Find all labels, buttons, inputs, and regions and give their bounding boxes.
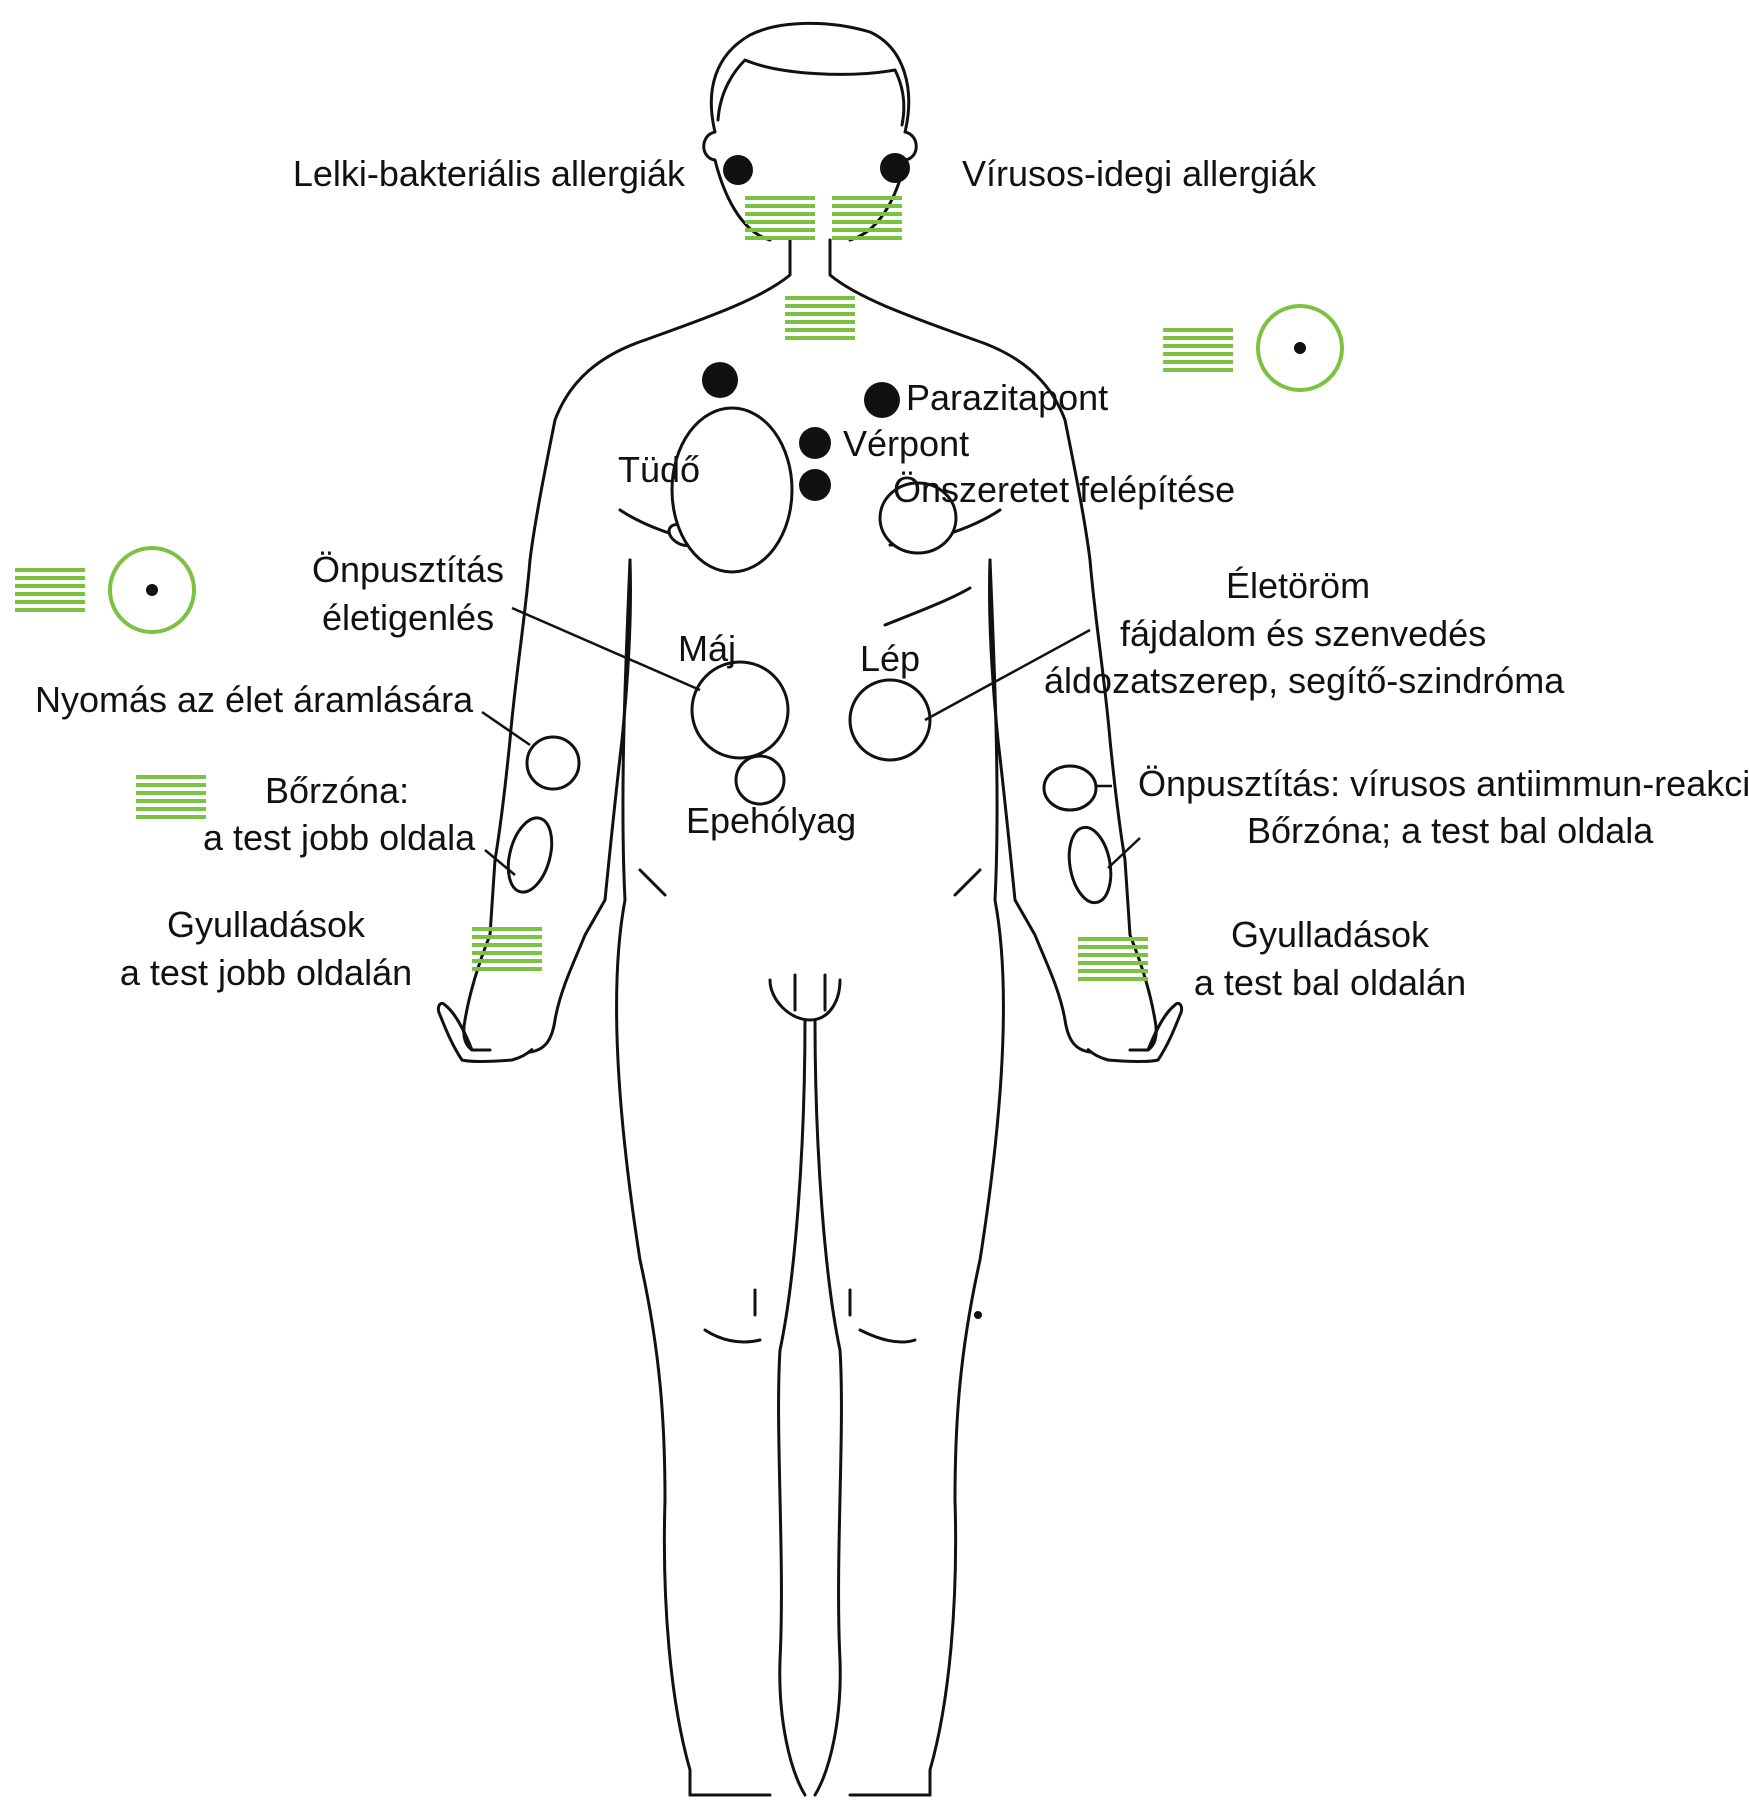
left-arm-organ xyxy=(1044,766,1096,810)
label-spleen: Lép xyxy=(860,638,920,679)
green-striped-zone-icon xyxy=(472,927,542,971)
label-parasite-point: Parazitapont xyxy=(906,377,1108,418)
knee-left xyxy=(705,1290,760,1342)
label-self-destruction-2: életigenlés xyxy=(322,597,494,638)
hairline xyxy=(718,60,904,125)
waist-left xyxy=(640,870,665,895)
label-allergy-left: Lelki-bakteriális allergiák xyxy=(293,153,686,194)
body-outline xyxy=(438,23,1181,1795)
green-striped-zone-icon xyxy=(785,296,855,340)
left-allergy-point xyxy=(723,155,753,185)
liver-shape xyxy=(692,662,788,758)
labels: Lelki-bakteriális allergiák Vírusos-ideg… xyxy=(35,153,1749,1003)
left-leg-outline xyxy=(617,560,690,1795)
right-forearm-organ xyxy=(501,813,559,897)
target-circle-icon xyxy=(110,548,194,632)
label-skin-zone-left: Bőrzóna; a test bal oldala xyxy=(1247,810,1654,851)
label-pressure-life-flow: Nyomás az élet áramlására xyxy=(35,679,474,720)
left-forearm-organ xyxy=(1064,824,1117,906)
label-lung: Tüdő xyxy=(618,449,700,490)
label-inflammation-left-2: a test bal oldalán xyxy=(1194,962,1466,1003)
inner-leg-left xyxy=(779,1020,805,1795)
groin-detail xyxy=(795,975,825,1010)
label-skin-zone-right-1: Bőrzóna: xyxy=(265,770,409,811)
leader-pressure xyxy=(482,712,530,745)
right-hand xyxy=(1088,1003,1181,1061)
left-arm-inner xyxy=(530,560,631,1052)
spleen-shape xyxy=(850,680,930,760)
label-viral-reaction: Önpusztítás: vírusos antiimmun-reakció xyxy=(1138,763,1749,804)
inner-leg-right xyxy=(815,1020,841,1795)
parasite-point xyxy=(864,382,900,418)
blood-point xyxy=(799,427,831,459)
lung-shape xyxy=(672,408,792,572)
label-skin-zone-right-2: a test jobb oldala xyxy=(203,817,476,858)
target-circle-icon xyxy=(1258,306,1342,390)
right-arm-organ xyxy=(527,737,579,789)
self-love-point xyxy=(799,469,831,501)
label-self-love: Önszeretet felépítése xyxy=(893,469,1235,510)
label-allergy-right: Vírusos-idegi allergiák xyxy=(962,153,1317,194)
green-striped-zone-icon xyxy=(136,775,206,819)
groin xyxy=(770,980,840,1020)
rib-right xyxy=(885,588,970,625)
leader-self-destruction xyxy=(512,608,700,690)
chest-left-point xyxy=(702,362,738,398)
green-striped-zone-icon xyxy=(15,568,85,612)
label-inflammation-left-1: Gyulladások xyxy=(1231,914,1430,955)
stray-dot xyxy=(974,1311,982,1319)
gallbladder-shape xyxy=(736,756,784,804)
label-gallbladder: Epehólyag xyxy=(686,800,856,841)
right-allergy-point xyxy=(880,153,910,183)
label-liver: Máj xyxy=(678,628,736,669)
label-joy-3: áldozatszerep, segítő-szindróma xyxy=(1044,660,1565,701)
waist-right xyxy=(955,870,980,895)
right-leg-outline xyxy=(930,560,1003,1795)
green-striped-zone-icon xyxy=(1163,328,1233,372)
knee-right xyxy=(850,1290,915,1342)
label-self-destruction-1: Önpusztítás xyxy=(312,549,504,590)
label-joy-2: fájdalom és szenvedés xyxy=(1120,613,1486,654)
label-joy-1: Életöröm xyxy=(1226,565,1370,606)
label-inflammation-right-1: Gyulladások xyxy=(167,904,366,945)
left-hand xyxy=(438,1003,531,1061)
label-inflammation-right-2: a test jobb oldalán xyxy=(120,952,412,993)
label-blood-point: Vérpont xyxy=(843,423,969,464)
